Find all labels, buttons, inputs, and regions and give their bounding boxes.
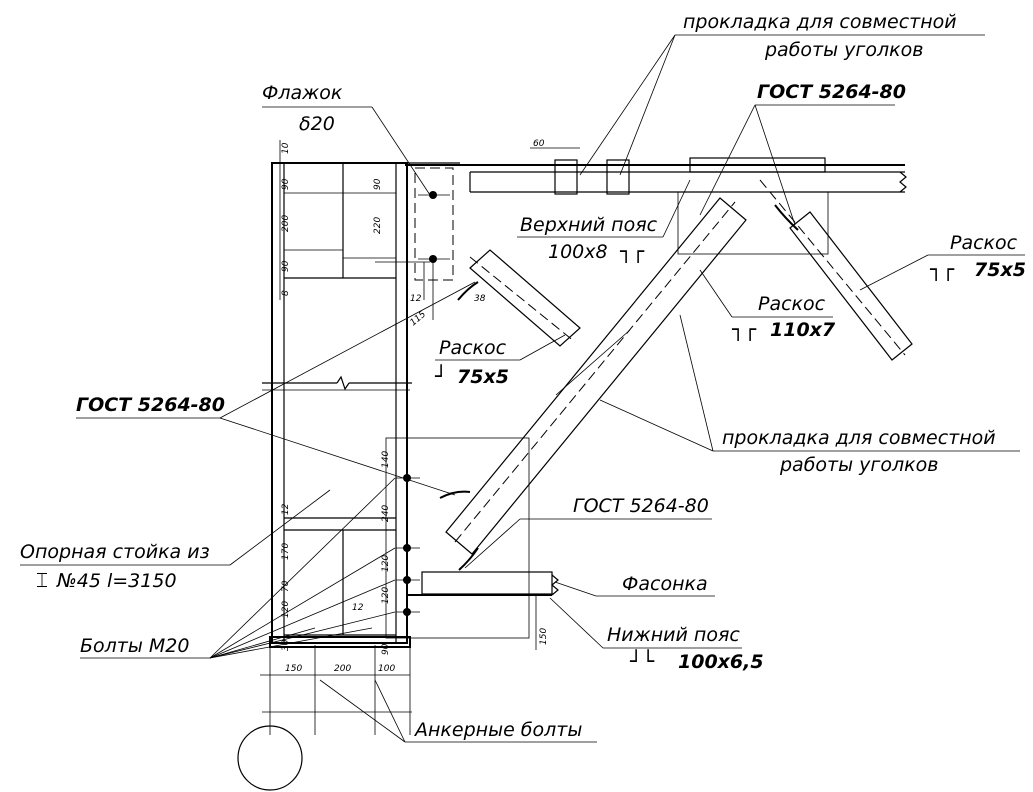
svg-text:170: 170: [281, 543, 291, 560]
mid-brace-title: Раскос: [758, 293, 826, 315]
svg-text:38: 38: [474, 294, 486, 304]
svg-text:100: 100: [378, 664, 395, 674]
top-chord-symbol: ┐┌: [619, 239, 645, 263]
bottom-chord-title: Нижний пояс: [607, 624, 740, 646]
leader-lines: [20, 34, 1025, 743]
top-chord-title: Верхний пояс: [520, 214, 658, 236]
main-brace: [445, 197, 747, 555]
anchor-bolts-label: Анкерные болты: [413, 719, 582, 741]
right-brace-title: Раскос: [950, 232, 1018, 254]
svg-text:60: 60: [533, 139, 545, 149]
flag-thickness: δ20: [299, 113, 335, 135]
svg-text:90: 90: [281, 178, 291, 190]
top-chord-size: 100х8: [548, 241, 608, 263]
svg-text:150: 150: [539, 628, 549, 645]
svg-text:220: 220: [373, 217, 383, 234]
gost-bottom-label: ГОСТ 5264-80: [573, 495, 709, 517]
svg-text:200: 200: [281, 215, 291, 232]
spacer-mid-label-line2: работы уголков: [779, 454, 938, 476]
right-brace: [759, 179, 913, 361]
gusset-label: Фасонка: [622, 573, 708, 595]
svg-text:70: 70: [281, 580, 291, 592]
spacer-top-label-line1: прокладка для совместной: [683, 11, 957, 33]
svg-text:200: 200: [334, 664, 351, 674]
svg-text:120: 120: [281, 601, 291, 618]
left-brace-title: Раскос: [439, 337, 507, 359]
bolts-label: Болты М20: [80, 635, 189, 657]
svg-text:90: 90: [373, 178, 383, 190]
axis-marker-circle: [237, 725, 303, 791]
gost-top-label: ГОСТ 5264-80: [757, 81, 906, 103]
top-chord: 60: [405, 139, 907, 255]
column-dimensions: 10 90 200 90 8 90 220 12 170 70 120 30 1…: [279, 140, 391, 655]
left-brace-size: 75х5: [457, 366, 509, 388]
flag-title: Флажок: [262, 82, 343, 104]
support-column: [262, 162, 412, 644]
svg-text:10: 10: [281, 142, 291, 154]
column-label-line2: №45 l=3150: [56, 570, 177, 592]
spacer-mid-label-line1: прокладка для совместной: [722, 427, 996, 449]
bottom-chord: 150: [408, 571, 559, 650]
svg-text:12: 12: [281, 503, 291, 515]
svg-text:30: 30: [281, 639, 291, 651]
bottom-chord-size: 100х6,5: [678, 651, 764, 673]
right-brace-symbol: ┐┌: [929, 257, 955, 281]
svg-text:90: 90: [281, 260, 291, 272]
column-ibeam-symbol: ⌶: [36, 568, 48, 592]
right-brace-size: 75х5: [974, 259, 1026, 281]
svg-text:12: 12: [410, 294, 422, 304]
flag-plate: 12 38 115: [375, 162, 486, 328]
bottom-chord-symbol: ┘└: [629, 649, 655, 673]
column-label-line1: Опорная стойка из: [20, 541, 210, 563]
gusset: [385, 437, 530, 639]
spacer-top-label-line2: работы уголков: [764, 39, 923, 61]
gost-left-label: ГОСТ 5264-80: [76, 394, 225, 416]
mid-brace-size: 110х7: [770, 319, 836, 341]
base: 150 200 100: [237, 636, 412, 791]
mid-brace-symbol: ┐┌: [731, 317, 757, 341]
svg-text:90: 90: [381, 643, 391, 655]
left-brace: [469, 249, 581, 347]
svg-text:12: 12: [352, 603, 364, 613]
svg-text:8: 8: [281, 290, 291, 296]
left-brace-symbol: ┘: [434, 364, 447, 388]
svg-text:150: 150: [285, 664, 302, 674]
